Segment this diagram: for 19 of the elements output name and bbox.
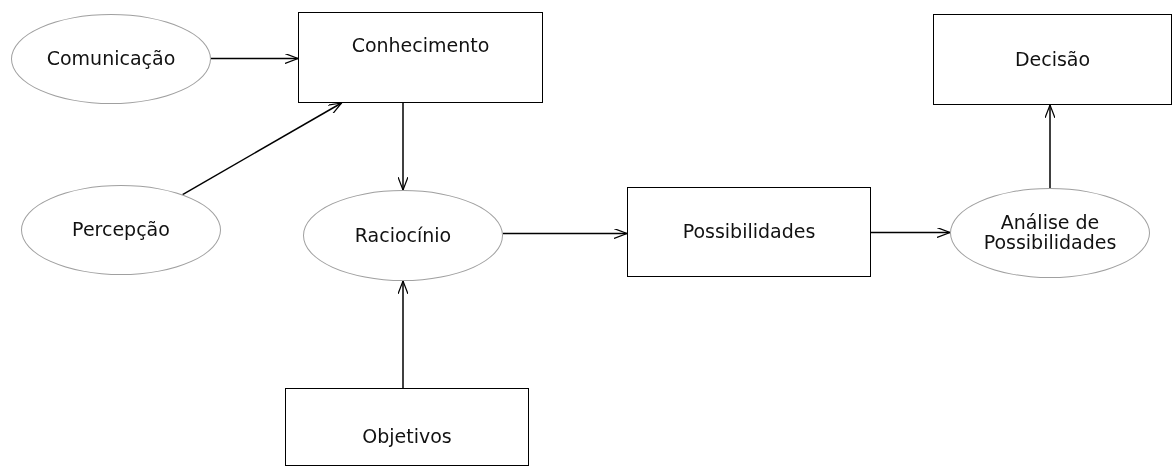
arrow [397,280,409,389]
arrow [397,102,409,191]
node-label: Análise de Possibilidades [982,213,1118,253]
arrow [181,102,343,196]
process-box [298,12,543,103]
process-box [285,388,529,466]
process-box [933,14,1172,105]
node-label: Objetivos [362,427,452,447]
arrow [870,226,951,239]
node-label: Percepção [72,220,170,240]
node-label: Raciocínio [354,225,452,246]
arrow [210,52,299,65]
arrow [1044,104,1056,189]
node-label: Conhecimento [351,35,490,56]
node-label: Possibilidades [682,222,816,242]
node-label: Decisão [1014,49,1091,70]
node-label: Comunicação [46,49,176,69]
arrow [502,227,628,240]
process-box [627,187,871,277]
